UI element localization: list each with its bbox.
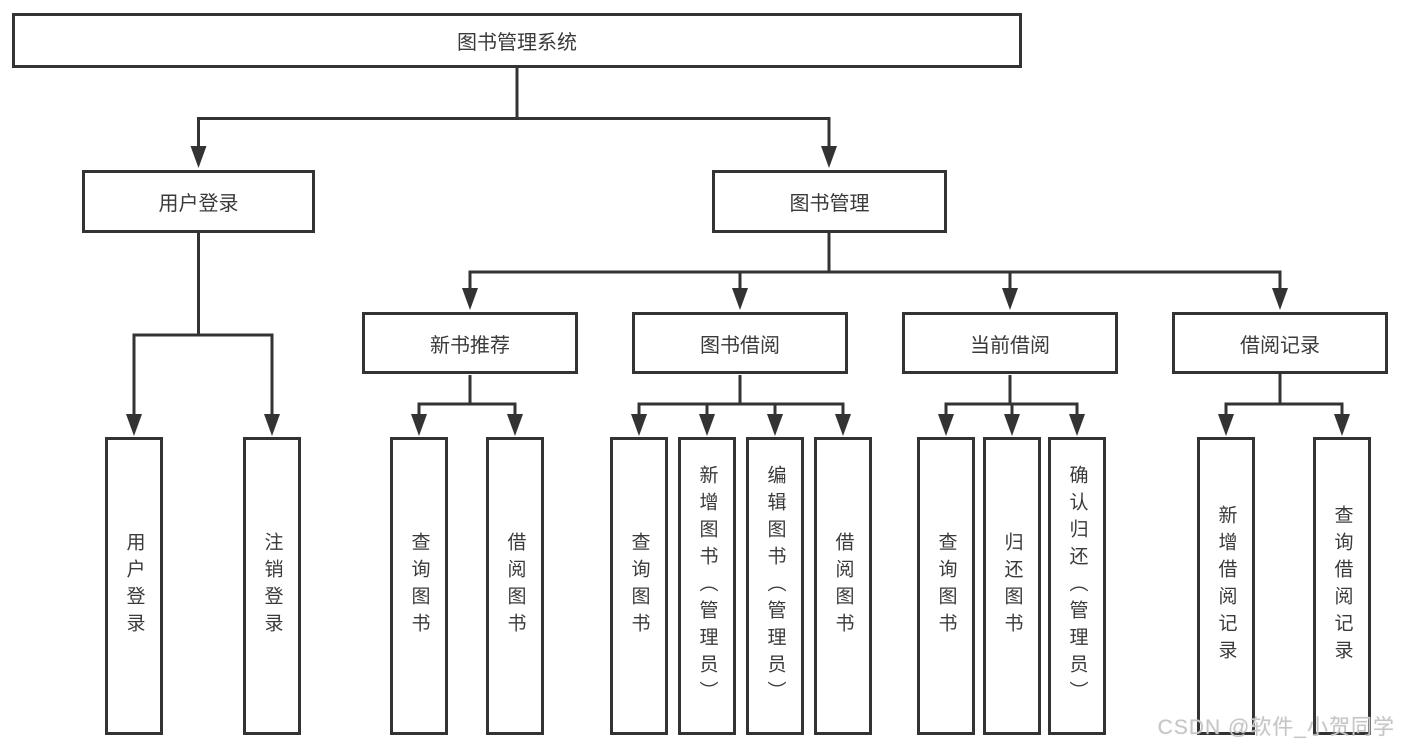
leaf-logout: 注销登录 [243, 437, 301, 735]
leaf-borrow-add-books-admin: 新增图书（管理员） [678, 437, 736, 735]
node-label: 借阅图书 [504, 532, 526, 640]
node-label: 借阅图书 [832, 532, 854, 640]
node-label: 注销登录 [261, 532, 283, 640]
leaf-borrow-borrow-books: 借阅图书 [814, 437, 872, 735]
node-label: 归还图书 [1001, 532, 1023, 640]
node-label: 用户登录 [158, 193, 239, 215]
node-label: 查询图书 [628, 532, 650, 640]
node-label: 图书管理系统 [457, 32, 577, 54]
node-root-library-system: 图书管理系统 [12, 13, 1022, 68]
node-label: 编辑图书（管理员） [764, 464, 786, 708]
leaf-records-query-record: 查询借阅记录 [1313, 437, 1371, 735]
node-label: 确认归还（管理员） [1066, 464, 1088, 708]
node-label: 用户登录 [123, 532, 145, 640]
leaf-current-query-books: 查询图书 [917, 437, 975, 735]
node-label: 新增图书（管理员） [696, 464, 718, 708]
node-label: 借阅记录 [1240, 334, 1320, 357]
node-borrowing-records: 借阅记录 [1172, 312, 1388, 374]
leaf-recommend-query-books: 查询图书 [390, 437, 448, 735]
leaf-recommend-borrow-books: 借阅图书 [486, 437, 544, 735]
leaf-records-add-record: 新增借阅记录 [1197, 437, 1255, 735]
leaf-current-return-books: 归还图书 [983, 437, 1041, 735]
node-book-management: 图书管理 [712, 170, 947, 233]
node-book-borrowing: 图书借阅 [632, 312, 848, 374]
node-label: 图书借阅 [700, 334, 780, 357]
node-new-book-recommend: 新书推荐 [362, 312, 578, 374]
leaf-borrow-query-books: 查询图书 [610, 437, 668, 735]
node-label: 图书管理 [789, 193, 870, 215]
node-user-login: 用户登录 [82, 170, 315, 233]
leaf-borrow-edit-books-admin: 编辑图书（管理员） [746, 437, 804, 735]
leaf-current-confirm-return-admin: 确认归还（管理员） [1048, 437, 1106, 735]
node-label: 新书推荐 [430, 334, 510, 357]
node-label: 查询图书 [935, 532, 957, 640]
node-label: 查询借阅记录 [1331, 505, 1353, 667]
node-label: 新增借阅记录 [1215, 505, 1237, 667]
leaf-user-login: 用户登录 [105, 437, 163, 735]
csdn-watermark: CSDN @软件_小贺同学 [1157, 716, 1395, 739]
node-label: 当前借阅 [970, 334, 1050, 357]
node-label: 查询图书 [408, 532, 430, 640]
node-current-borrowing: 当前借阅 [902, 312, 1118, 374]
